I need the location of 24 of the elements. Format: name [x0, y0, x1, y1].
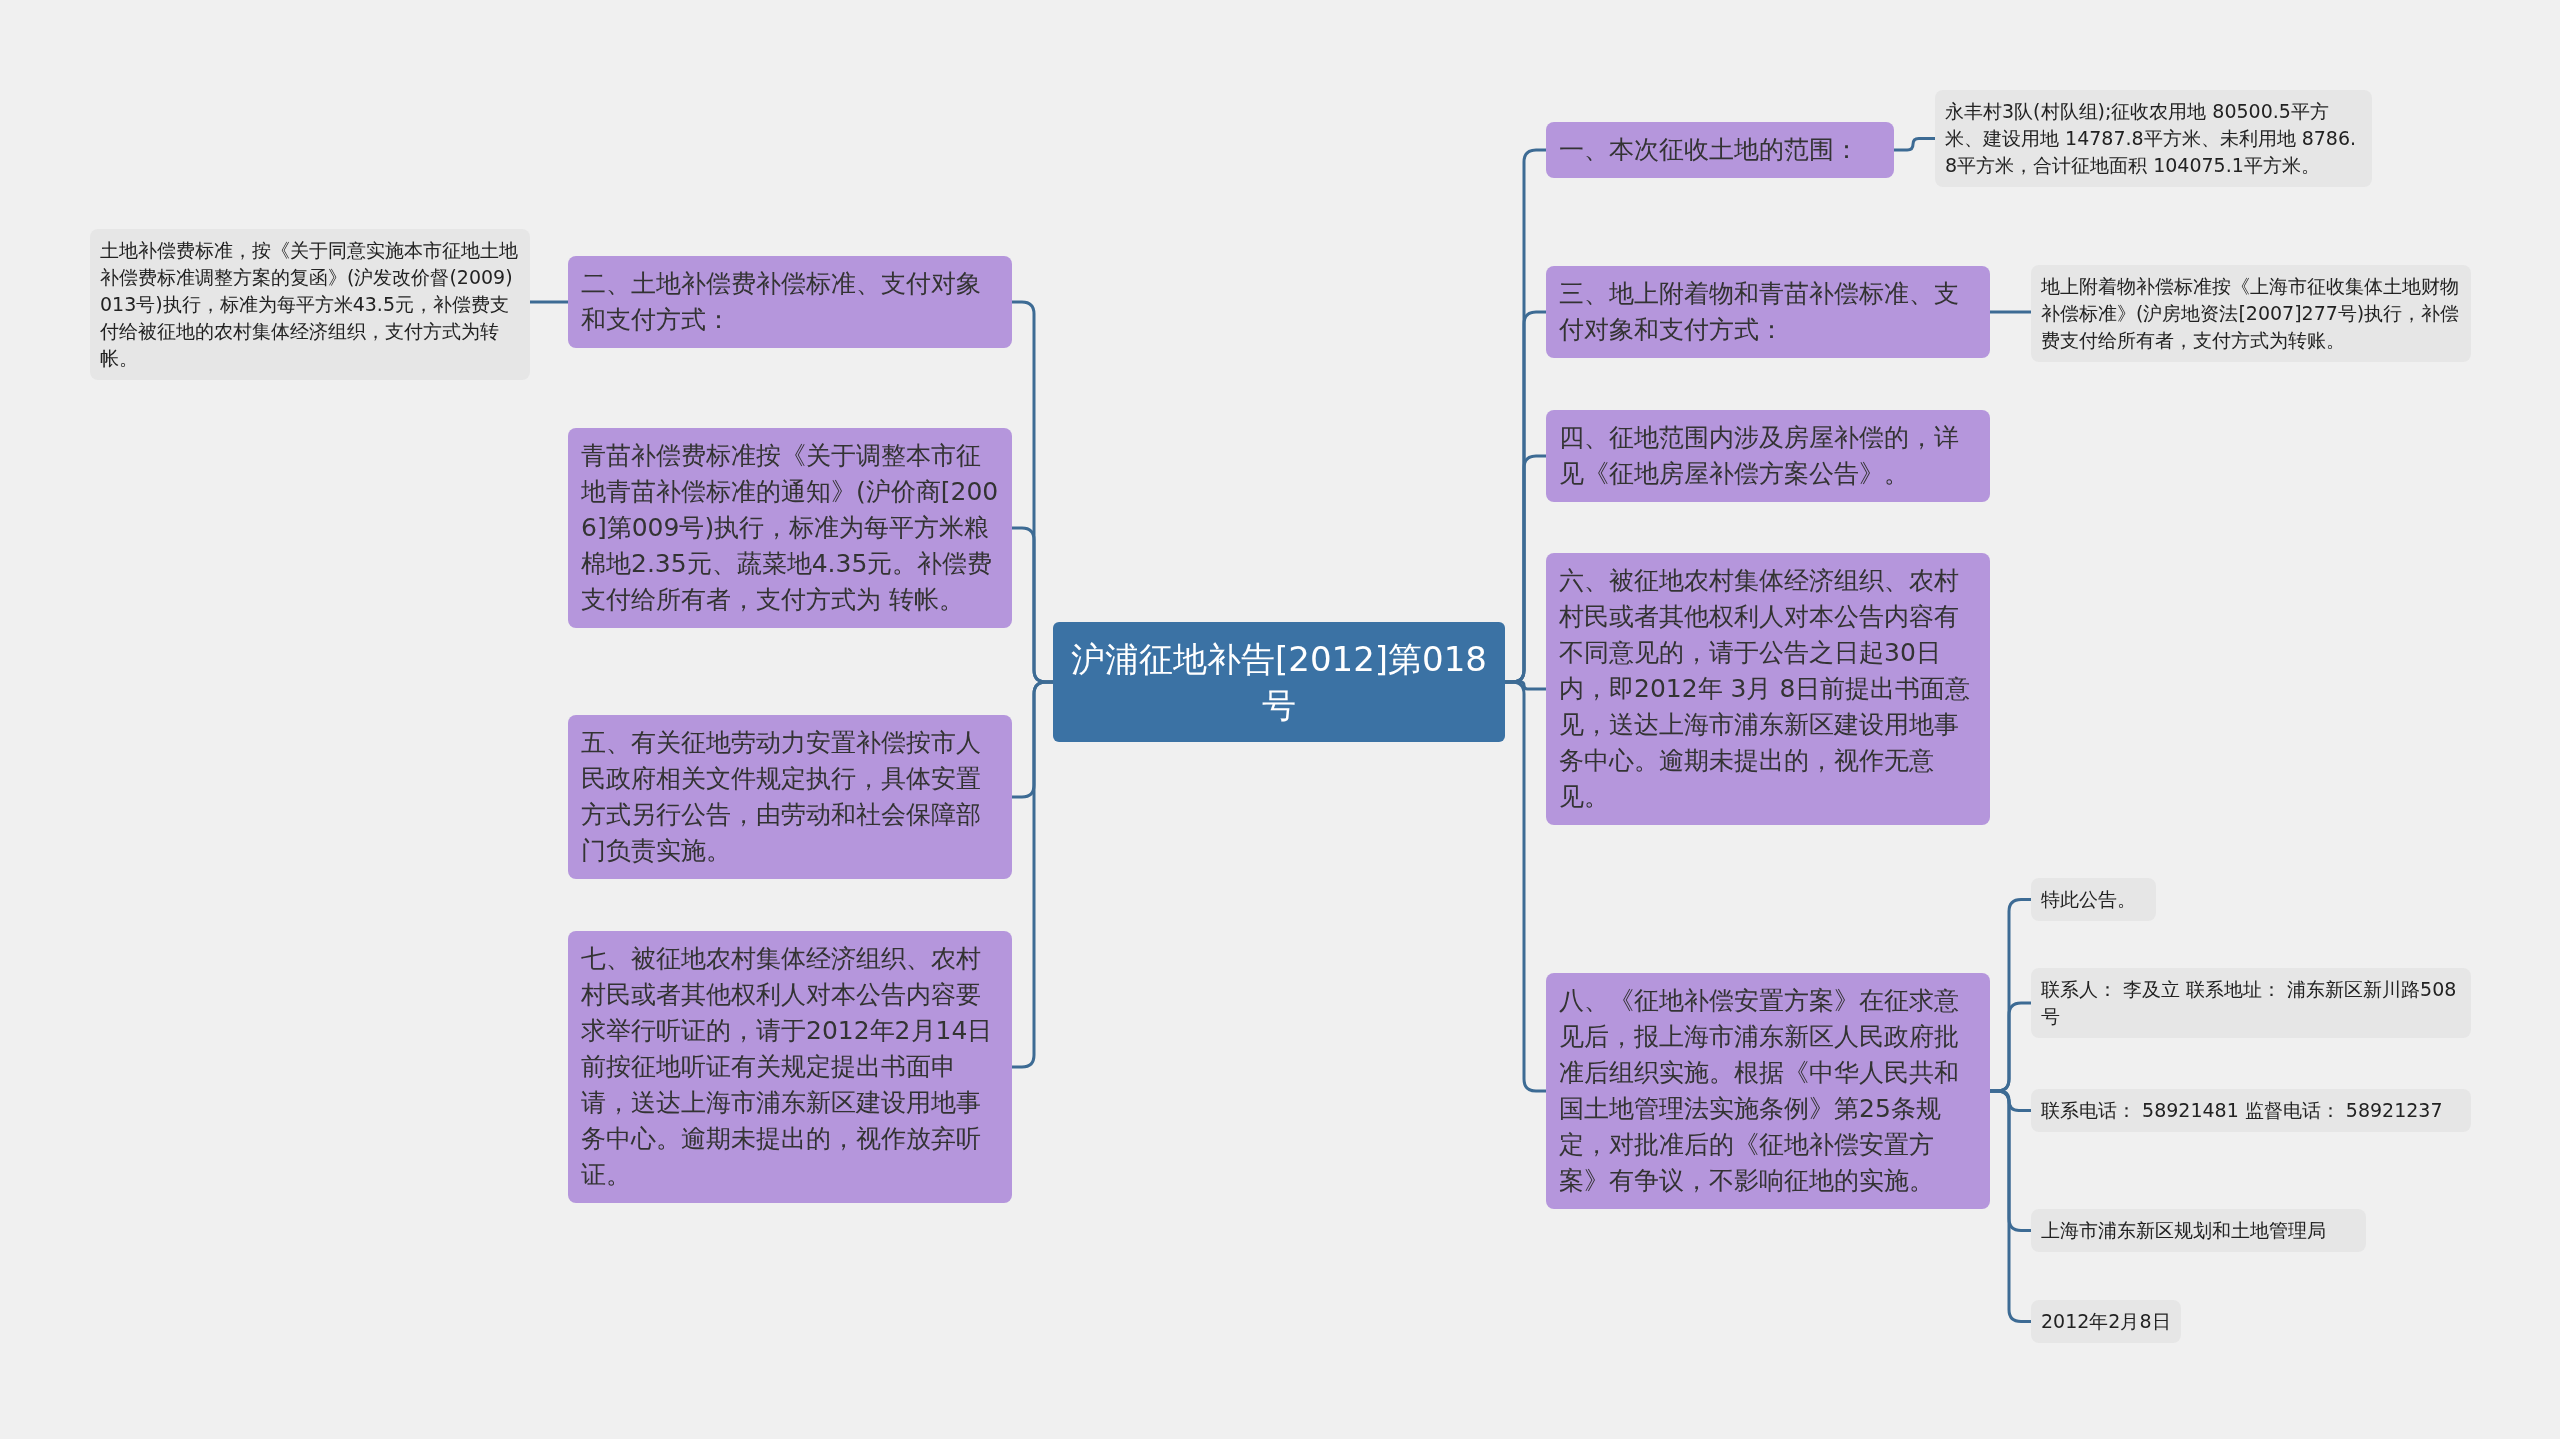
- topic-box: 青苗补偿费标准按《关于调整本市征地青苗补偿标准的通知》(沪价商[2006]第009号)执行，标准为每平方米粮棉地2.35元、蔬菜地4.35元。补偿费支付给所有者，支付方式为 转帐。: [568, 428, 1012, 628]
- topic-box: 五、有关征地劳动力安置补偿按市人民政府相关文件规定执行，具体安置方式另行公告，由劳动和社会保障部门负责实施。: [568, 715, 1012, 879]
- topic-box: 四、征地范围内涉及房屋补偿的，详见《征地房屋补偿方案公告》。: [1546, 410, 1990, 502]
- central-topic-box: 沪浦征地补告[2012]第018号: [1053, 622, 1505, 742]
- note-box: 2012年2月8日: [2031, 1300, 2181, 1343]
- topic-box: 八、《征地补偿安置方案》在征求意见后，报上海市浦东新区人民政府批准后组织实施。根据《中华人民共和国土地管理法实施条例》第25条规定，对批准后的《征地补偿安置方案》有争议，不影响征地的实施。: [1546, 973, 1990, 1209]
- note-box: 上海市浦东新区规划和土地管理局: [2031, 1209, 2366, 1252]
- topic-box: 二、土地补偿费补偿标准、支付对象和支付方式：: [568, 256, 1012, 348]
- topic-box: 七、被征地农村集体经济组织、农村村民或者其他权利人对本公告内容要求举行听证的，请于2012年2月14日前按征地听证有关规定提出书面申请，送达上海市浦东新区建设用地事务中心。逾期未提出的，视作放弃听证。: [568, 931, 1012, 1203]
- note-box: 地上附着物补偿标准按《上海市征收集体土地财物补偿标准》(沪房地资法[2007]277号)执行，补偿费支付给所有者，支付方式为转账。: [2031, 265, 2471, 362]
- connector-line: [1894, 137, 1935, 152]
- note-box: 联系人： 李及立 联系地址： 浦东新区新川路508号: [2031, 968, 2471, 1038]
- note-box: 联系电话： 58921481 监督电话： 58921237: [2031, 1089, 2471, 1132]
- topic-box: 一、本次征收土地的范围：: [1546, 122, 1894, 178]
- note-box: 特此公告。: [2031, 878, 2156, 921]
- topic-box: 六、被征地农村集体经济组织、农村村民或者其他权利人对本公告内容有不同意见的，请于公告之日起30日内，即2012年 3月 8日前提出书面意见，送达上海市浦东新区建设用地事务中心。逾期未提出的，视作无意见。: [1546, 553, 1990, 825]
- note-box: 土地补偿费标准，按《关于同意实施本市征地土地补偿费标准调整方案的复函》(沪发改价督(2009)013号)执行，标准为每平方米43.5元，补偿费支付给被征地的农村集体经济组织，支付方式为转帐。: [90, 229, 530, 380]
- connector-line: [1990, 1089, 2031, 1323]
- connector-line: [1990, 310, 2031, 314]
- connector-line: [1505, 680, 1546, 1093]
- topic-box: 三、地上附着物和青苗补偿标准、支付对象和支付方式：: [1546, 266, 1990, 358]
- note-box: 永丰村3队(村队组);征收农用地 80500.5平方米、建设用地 14787.8平方米、未利用地 8786.8平方米，合计征地面积 104075.1平方米。: [1935, 90, 2372, 187]
- connector-line: [1012, 680, 1053, 1069]
- connector-line: [530, 300, 568, 304]
